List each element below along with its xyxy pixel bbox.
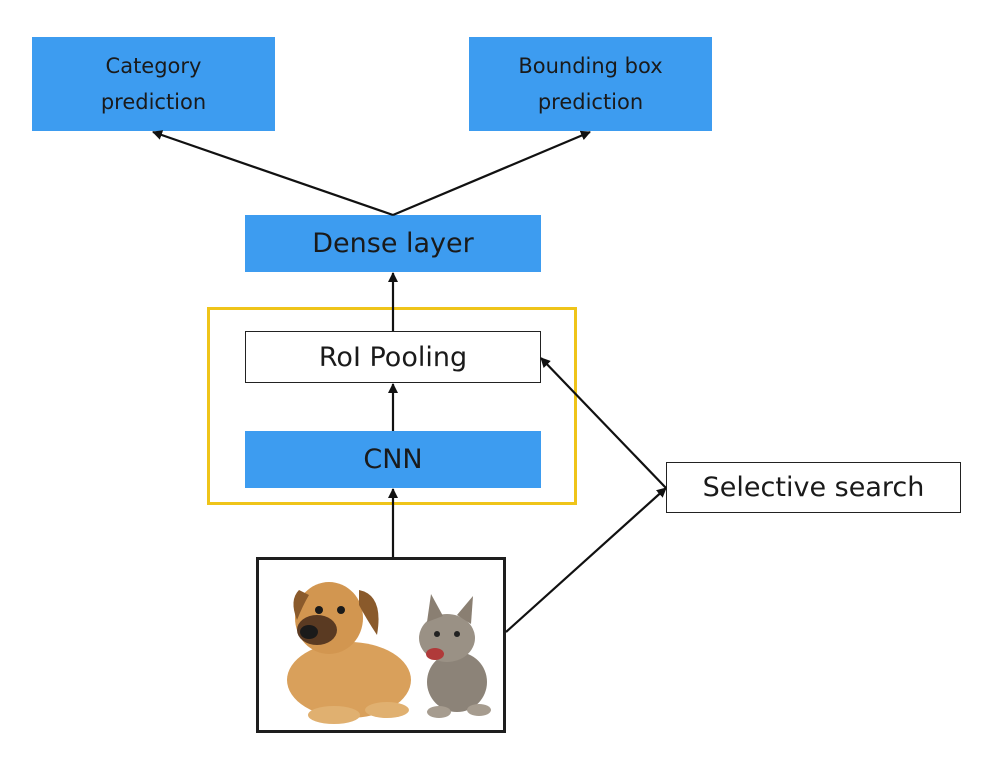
arrow-selective-search-to-roi-pooling (540, 357, 667, 489)
kitten-illustration (419, 594, 491, 718)
category-prediction-label: Category prediction (100, 54, 207, 114)
bounding-box-prediction-node: Bounding box prediction (469, 37, 712, 131)
selective-search-node: Selective search (666, 462, 961, 513)
input-image-puppy-kitten (287, 582, 491, 724)
roi-pooling-node: RoI Pooling (245, 331, 541, 383)
puppy-illustration (287, 582, 411, 724)
dense-layer-node: Dense layer (245, 215, 541, 272)
arrow-image-to-selective-search (505, 487, 667, 633)
dense-layer-label: Dense layer (312, 228, 474, 259)
category-prediction-node: Category prediction (32, 37, 275, 131)
input-image-frame (256, 557, 506, 733)
cnn-label: CNN (363, 444, 423, 475)
roi-pooling-label: RoI Pooling (318, 341, 468, 373)
cnn-node: CNN (245, 431, 541, 488)
selective-search-label: Selective search (702, 472, 925, 503)
arrow-dense-to-bounding-box (392, 130, 591, 217)
bounding-box-prediction-label: Bounding box prediction (518, 54, 663, 114)
arrow-dense-to-category (152, 130, 394, 217)
